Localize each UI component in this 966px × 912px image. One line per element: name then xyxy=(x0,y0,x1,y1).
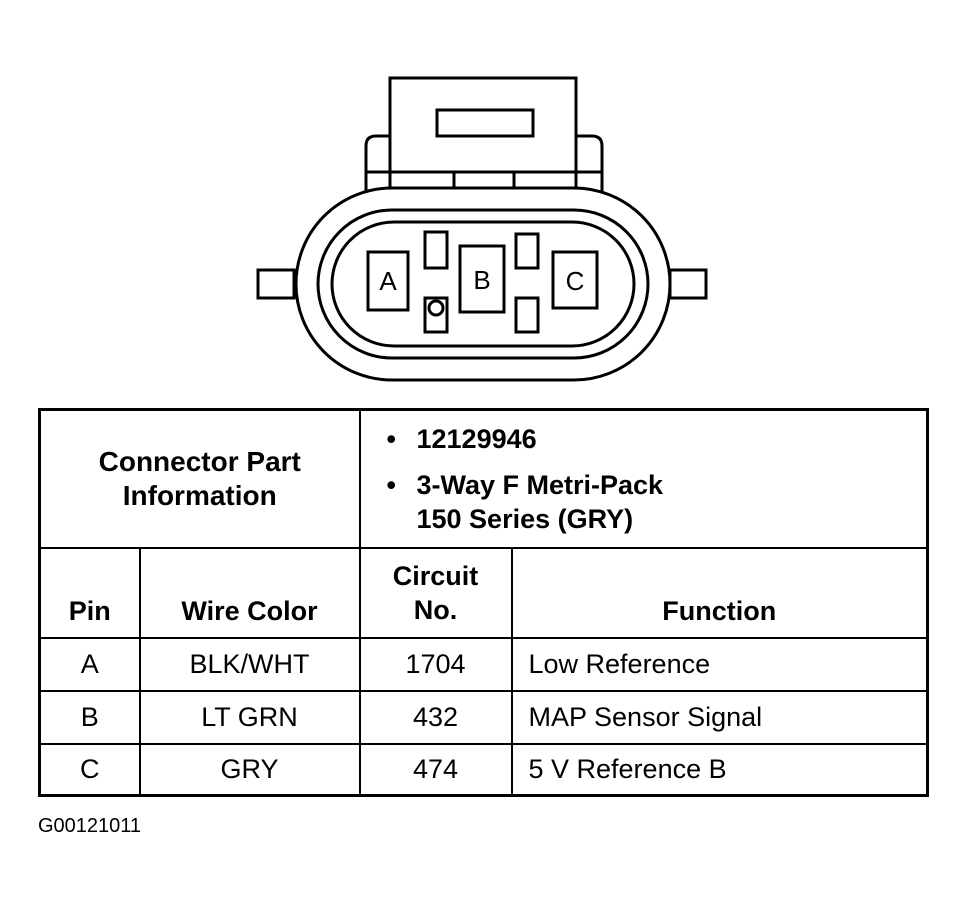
circuit-cell: 1704 xyxy=(358,636,513,692)
part-type-line-2: 150 Series (GRY) xyxy=(416,503,634,534)
header-function: Function xyxy=(510,546,929,639)
key-dot xyxy=(427,299,445,317)
header-pin: Pin xyxy=(38,546,141,639)
key-top-2 xyxy=(514,232,540,270)
part-info-row: Connector Part Information • 12129946 • … xyxy=(38,408,929,549)
part-number: 12129946 xyxy=(416,423,537,454)
table-row: C GRY 474 5 V Reference B xyxy=(38,742,929,797)
part-info-values: • 12129946 • 3-Way F Metri-Pack 150 Seri… xyxy=(358,408,929,549)
part-type-line-1: 3-Way F Metri-Pack xyxy=(416,469,664,500)
connector-pinout-table: Connector Part Information • 12129946 • … xyxy=(38,408,930,797)
connector-body-outer xyxy=(294,186,672,382)
cavity-label-b: B xyxy=(473,265,490,295)
function-cell: MAP Sensor Signal xyxy=(510,689,929,745)
key-bottom-1 xyxy=(423,296,449,334)
pin-cell: A xyxy=(38,636,141,692)
function-cell: 5 V Reference B xyxy=(510,742,929,797)
part-type-item: • 3-Way F Metri-Pack 150 Series (GRY) xyxy=(387,468,927,536)
key-bottom-2 xyxy=(514,296,540,334)
connector-body-mid xyxy=(316,208,650,360)
bullet: • xyxy=(386,469,396,500)
figure-id: G00121011 xyxy=(38,815,142,837)
part-number-item: • 12129946 xyxy=(387,422,927,456)
connector-face-diagram: A B C xyxy=(256,76,708,382)
header-circuit-line-1: Circuit xyxy=(392,560,479,591)
cavity-a xyxy=(366,250,410,312)
connector-body-inner xyxy=(330,220,636,348)
function-cell: Low Reference xyxy=(510,636,929,692)
part-info-label-line-2: Information xyxy=(122,479,277,511)
header-circuit: Circuit No. xyxy=(358,546,513,639)
part-info-label-line-1: Connector Part xyxy=(98,445,301,477)
header-circuit-line-2: No. xyxy=(413,594,458,625)
table-row: B LT GRN 432 MAP Sensor Signal xyxy=(38,689,929,745)
latch-left-shoulder xyxy=(364,134,390,192)
latch-right-shoulder xyxy=(576,134,604,192)
header-wire-color: Wire Color xyxy=(138,546,361,639)
circuit-cell: 474 xyxy=(358,742,513,797)
cavity-b xyxy=(458,244,506,314)
cavity-c xyxy=(551,250,599,310)
left-ear xyxy=(256,268,296,300)
pin-cell: C xyxy=(38,742,141,797)
wire-color-cell: LT GRN xyxy=(138,689,361,745)
circuit-cell: 432 xyxy=(358,689,513,745)
pin-cell: B xyxy=(38,689,141,745)
table-row: A BLK/WHT 1704 Low Reference xyxy=(38,636,929,692)
wire-color-cell: GRY xyxy=(138,742,361,797)
latch-window xyxy=(435,108,535,138)
column-header-row: Pin Wire Color Circuit No. Function xyxy=(38,546,929,639)
key-top-1 xyxy=(423,230,449,270)
right-ear xyxy=(668,268,708,300)
wire-color-cell: BLK/WHT xyxy=(138,636,361,692)
cavity-label-c: C xyxy=(566,266,585,296)
bullet: • xyxy=(386,423,396,454)
cavity-label-a: A xyxy=(379,266,397,296)
part-info-label: Connector Part Information xyxy=(38,408,361,549)
